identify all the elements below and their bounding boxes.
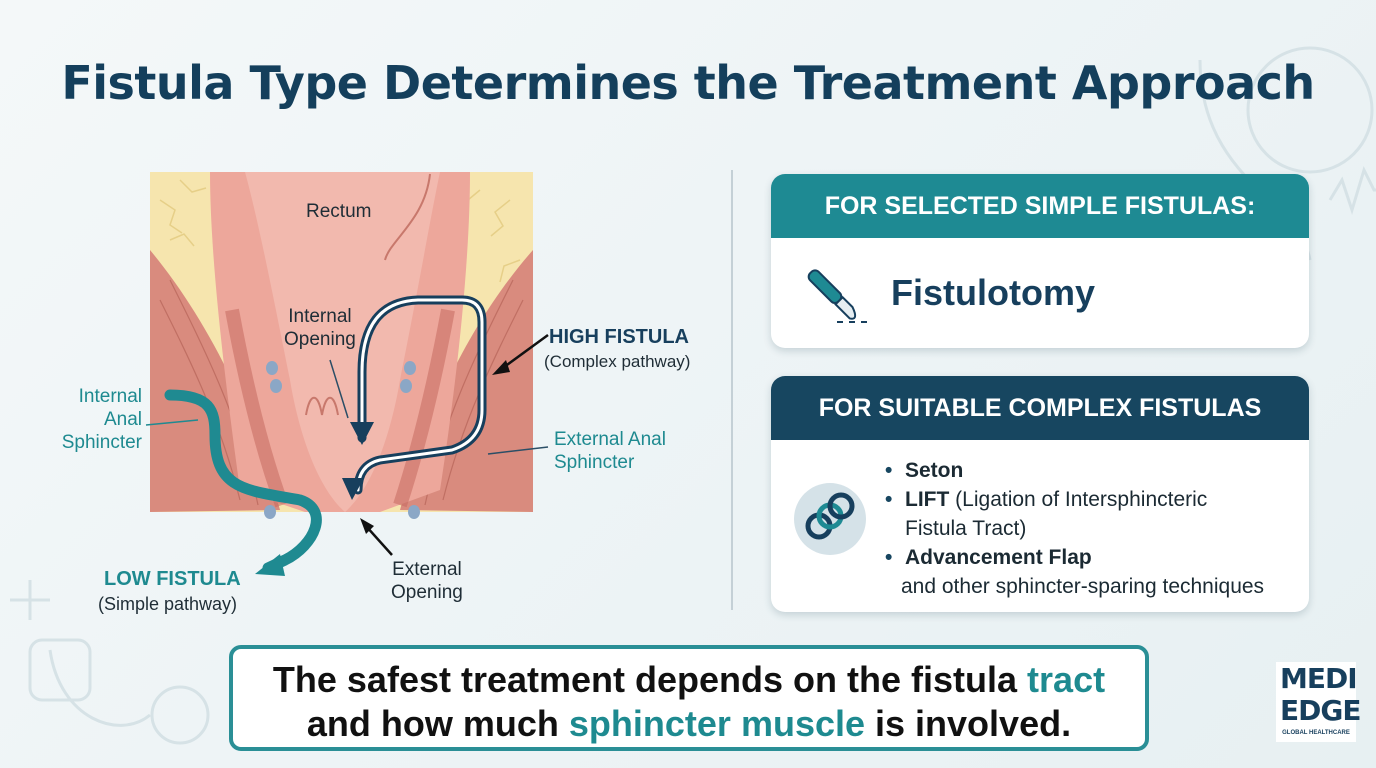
anal-glands	[264, 361, 420, 519]
page-title: Fistula Type Determines the Treatment Ap…	[61, 56, 1315, 110]
lift-label: LIFT	[905, 488, 950, 511]
external-opening-pointer	[360, 518, 374, 534]
internal-opening-label: Internal Opening	[284, 305, 356, 351]
seton-label: Seton	[905, 459, 964, 482]
high-fistula-label: HIGH FISTULA	[549, 326, 689, 348]
eas-line-1: External Anal	[554, 429, 666, 450]
anatomy-diagram: Rectum Internal Opening HIGH FISTULA (Co…	[0, 160, 730, 630]
high-fistula-arrowhead-2	[342, 478, 364, 500]
bullet: •	[885, 546, 893, 569]
eas-line-2: Sphincter	[554, 452, 635, 473]
summary-box: The safest treatment depends on the fist…	[229, 645, 1149, 751]
complex-fistula-card: FOR SUITABLE COMPLEX FISTULAS • Seton • …	[771, 376, 1309, 612]
anatomy-illustration	[145, 172, 549, 576]
lift-description-2: Fistula Tract)	[905, 517, 1027, 540]
simple-fistula-card: FOR SELECTED SIMPLE FISTULAS: Fistulotom…	[771, 174, 1309, 348]
flap-description: and other sphincter-sparing techniques	[901, 575, 1265, 598]
internal-opening-line-1: Internal	[288, 306, 352, 327]
internal-sphincter-right	[393, 308, 455, 508]
ias-line-3: Sphincter	[61, 432, 142, 453]
summary-text-2: and how much	[306, 703, 569, 744]
fistulotomy-label: Fistulotomy	[891, 272, 1095, 313]
ias-line-2: Anal	[103, 409, 142, 430]
logo-line-1: MEDI	[1280, 662, 1358, 695]
low-fistula-label: LOW FISTULA	[104, 568, 241, 590]
summary-highlight-sphincter: sphincter muscle	[568, 703, 866, 744]
internal-opening-pointer	[329, 359, 349, 419]
simple-card-header: FOR SELECTED SIMPLE FISTULAS:	[771, 174, 1309, 238]
low-fistula-tract	[164, 389, 322, 574]
lift-description-1: (Ligation of Intersphincteric	[955, 488, 1208, 511]
low-fistula-note: (Simple pathway)	[98, 594, 238, 614]
high-fistula-pointer	[492, 360, 510, 375]
list-item-lift: • LIFT (Ligation of Intersphincteric	[885, 485, 1295, 514]
advancement-flap-label: Advancement Flap	[905, 546, 1092, 569]
external-opening-line-2: Opening	[391, 582, 463, 603]
brand-logo: MEDI EDGE GLOBAL HEALTHCARE	[1276, 662, 1361, 742]
list-item-seton: • Seton	[885, 456, 1295, 485]
bullet: •	[885, 459, 893, 482]
vertical-divider	[731, 170, 733, 610]
external-opening-line-1: External	[392, 559, 462, 580]
low-fistula-arrowhead	[255, 554, 285, 576]
chain-link-icon	[794, 483, 866, 555]
ias-line-1: Internal	[78, 386, 142, 407]
summary-text-3: is involved.	[865, 703, 1072, 744]
internal-anal-sphincter-label: Internal Anal Sphincter	[50, 385, 142, 454]
internal-sphincter-left	[225, 308, 289, 508]
complex-card-header: FOR SUITABLE COMPLEX FISTULAS	[771, 376, 1309, 440]
external-anal-sphincter-label: External Anal Sphincter	[554, 428, 666, 474]
external-opening-label: External Opening	[391, 558, 463, 604]
logo-tagline: GLOBAL HEALTHCARE	[1282, 730, 1350, 736]
high-fistula-note: (Complex pathway)	[544, 352, 691, 371]
bullet: •	[885, 488, 893, 511]
internal-opening-line-2: Opening	[284, 329, 356, 350]
summary-text-1: The safest treatment depends on the fist…	[272, 659, 1028, 700]
rectum-lumen	[245, 172, 440, 512]
summary-highlight-tract: tract	[1027, 659, 1106, 700]
summary-line-1: The safest treatment depends on the fist…	[233, 658, 1145, 702]
list-item-advancement-flap: • Advancement Flap	[885, 543, 1295, 572]
scalpel-icon	[807, 269, 867, 323]
logo-line-2: EDGE	[1280, 694, 1361, 727]
rectum-label: Rectum	[306, 201, 372, 222]
complex-treatment-list: • Seton • LIFT (Ligation of Intersphinct…	[885, 456, 1295, 601]
high-fistula-arrowhead-1	[350, 422, 374, 445]
summary-line-2: and how much sphincter muscle is involve…	[233, 702, 1145, 746]
